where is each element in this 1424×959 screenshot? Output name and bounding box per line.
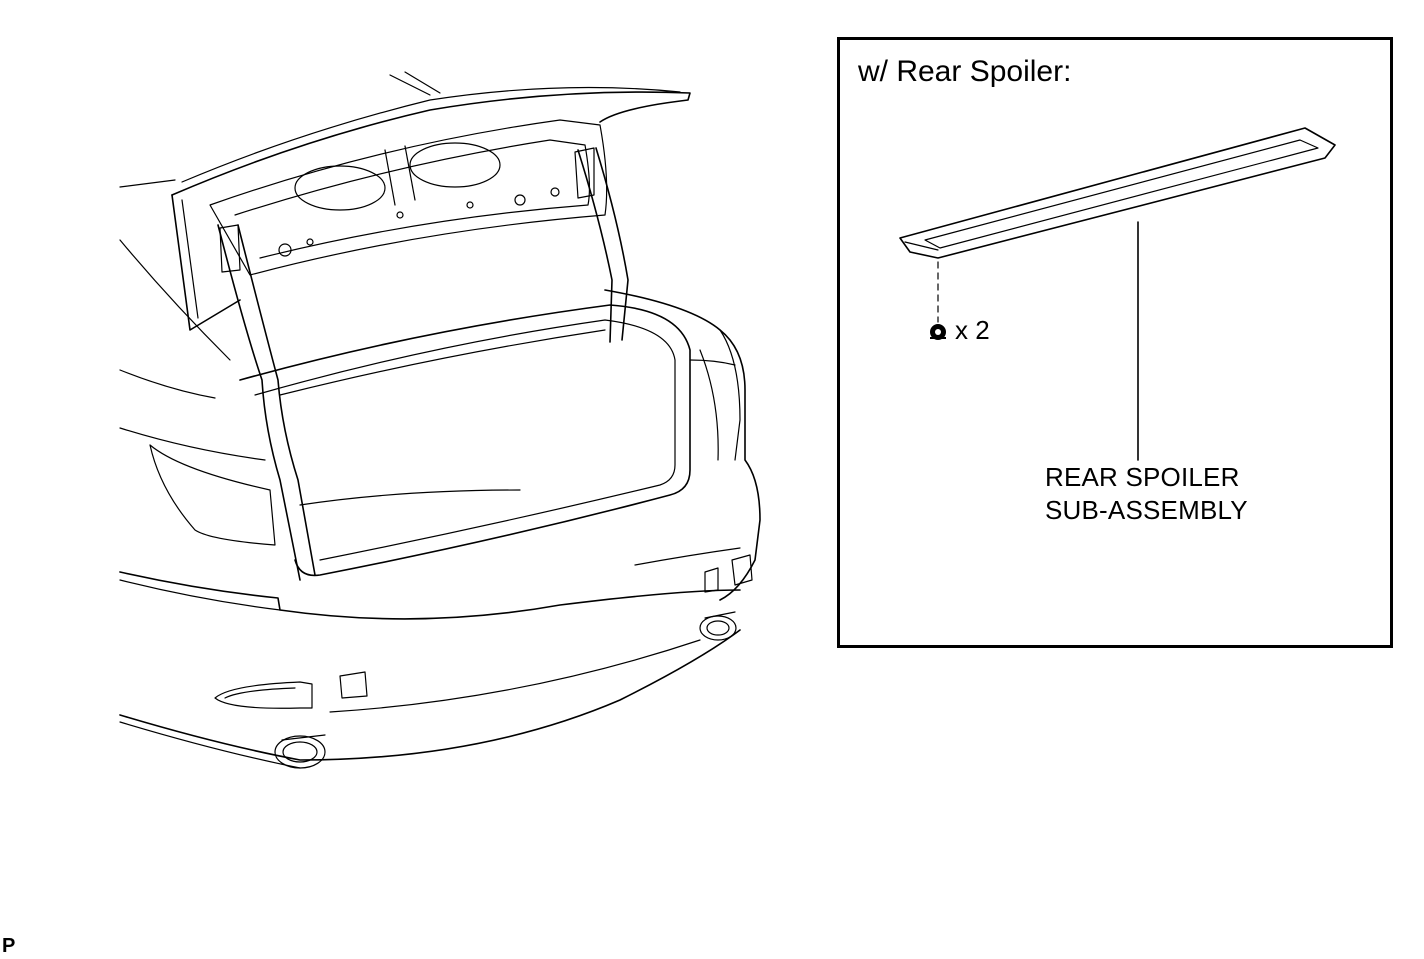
car-icon [119,71,761,769]
spoiler-icon [899,127,1336,461]
inset-title: w/ Rear Spoiler: [858,55,1072,88]
inset-frame [837,37,1393,648]
part-label-line1: REAR SPOILER [1045,462,1240,492]
diagram-code-mark: P [2,935,16,957]
fastener-quantity-label: x 2 [955,315,990,345]
part-label-line2: SUB-ASSEMBLY [1045,495,1248,525]
nut-icon [930,324,946,340]
